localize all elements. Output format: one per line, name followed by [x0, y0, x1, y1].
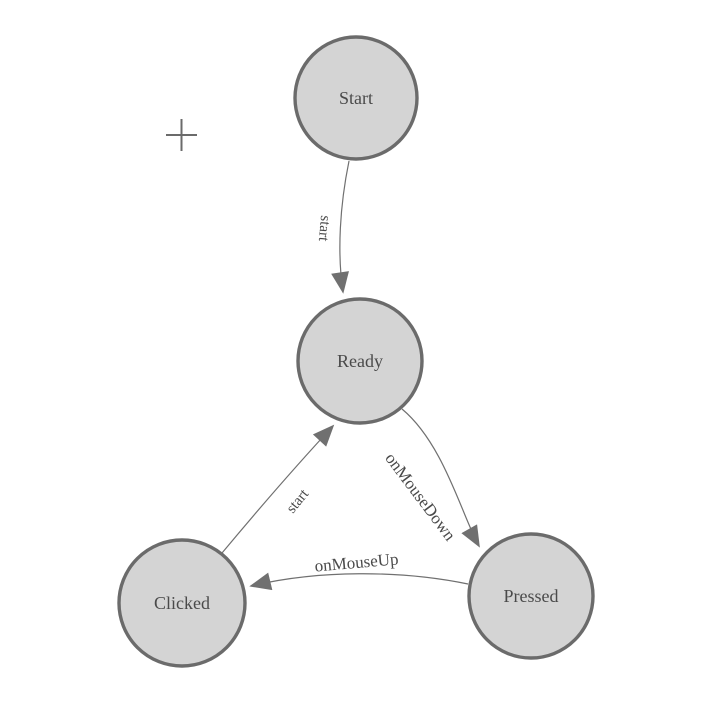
edge-clicked-to-ready[interactable]: start [221, 424, 335, 554]
edge-path-pressed-to-clicked[interactable] [249, 572, 469, 591]
edge-path-start-to-ready[interactable] [331, 160, 350, 294]
state-node-start[interactable]: Start [293, 35, 419, 161]
state-label-ready: Ready [337, 351, 383, 371]
state-circle-clicked[interactable] [117, 538, 247, 668]
state-label-pressed: Pressed [504, 586, 559, 606]
state-node-clicked[interactable]: Clicked [117, 538, 247, 668]
state-node-pressed[interactable]: Pressed [467, 532, 595, 660]
edge-label-onmouseup: onMouseUp [314, 549, 399, 575]
edge-start-to-ready[interactable]: start [315, 160, 350, 294]
edge-pressed-to-clicked[interactable]: onMouseUp [249, 549, 469, 591]
state-node-ready[interactable]: Ready [296, 297, 424, 425]
edge-path-ready-to-pressed[interactable] [401, 408, 480, 548]
edge-label-start: start [315, 215, 333, 243]
state-label-clicked: Clicked [154, 593, 210, 613]
edge-label-start-2: start [284, 486, 313, 517]
state-label-start: Start [339, 88, 373, 108]
edge-label-onmousedown: onMouseDown [381, 449, 460, 545]
edge-path-clicked-to-ready[interactable] [221, 424, 335, 554]
state-circle-pressed[interactable] [467, 532, 595, 660]
state-circle-start[interactable] [293, 35, 419, 161]
state-circle-ready[interactable] [296, 297, 424, 425]
edge-ready-to-pressed[interactable]: onMouseDown [381, 408, 480, 548]
crosshair-icon [166, 119, 197, 151]
